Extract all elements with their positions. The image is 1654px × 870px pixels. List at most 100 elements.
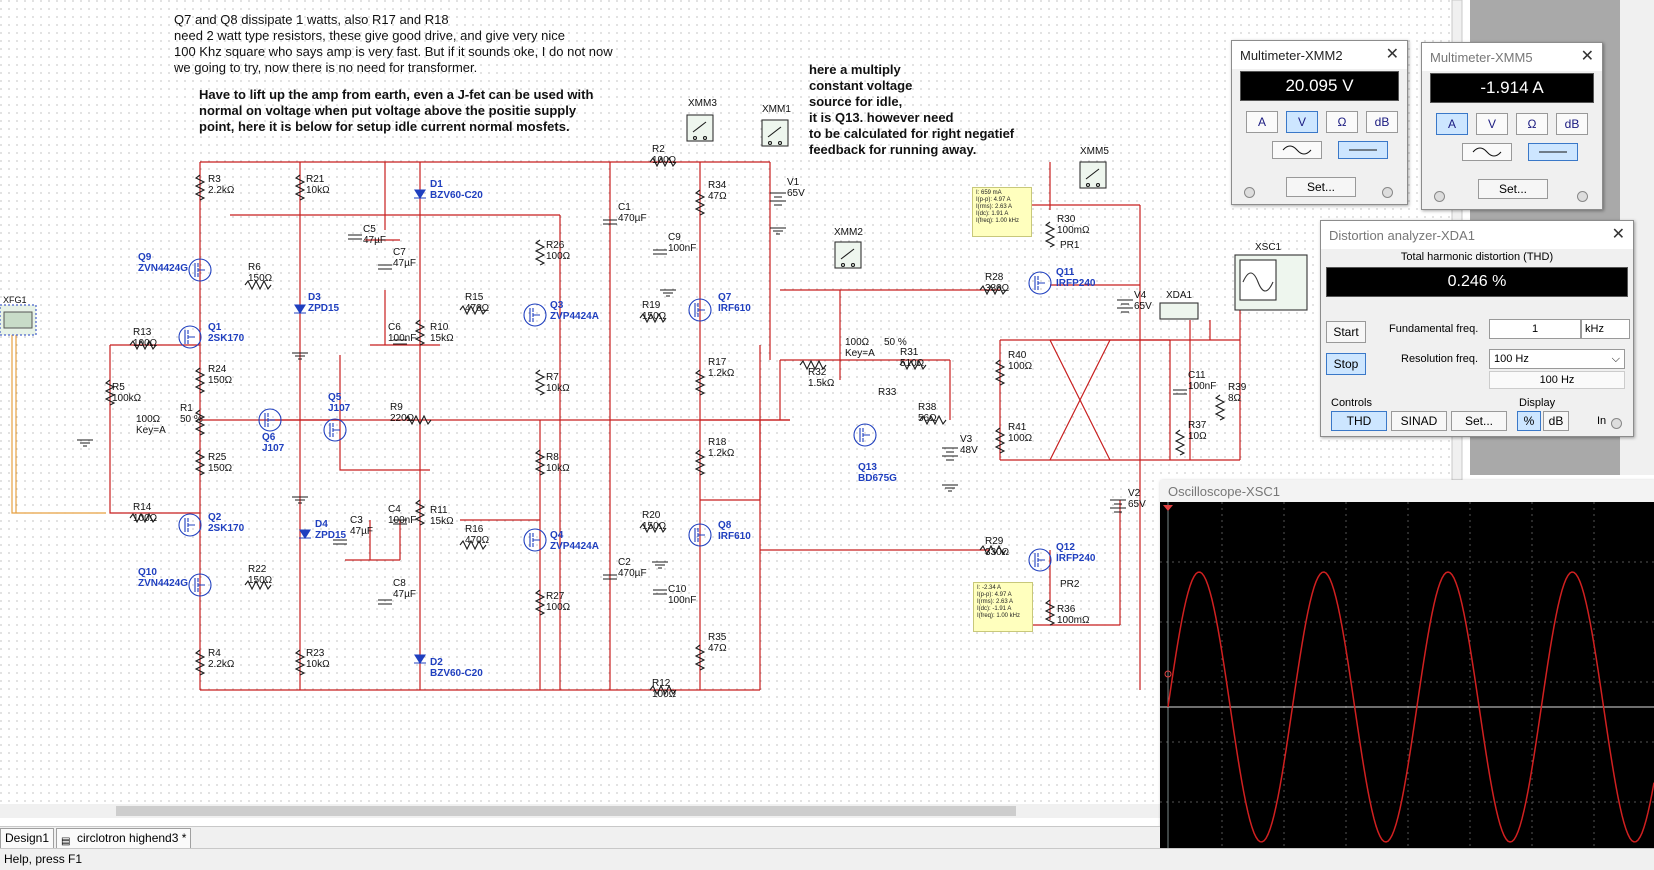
label-r28: R28 xyxy=(985,272,1004,283)
label-r34: R34 xyxy=(708,180,727,191)
xda1-input-terminal[interactable] xyxy=(1611,418,1622,429)
start-button[interactable]: Start xyxy=(1326,321,1366,343)
xmm2-title: Multimeter-XMM2 xyxy=(1240,47,1343,63)
value-r24: 150Ω xyxy=(208,375,233,386)
xmm2-display: 20.095 V xyxy=(1240,71,1399,101)
xmm5-ohm-button[interactable]: Ω xyxy=(1516,113,1548,135)
current-probe-pr2-readout: I: -2.34 A I(p-p): 4.97 A I(rms): 2.63 A… xyxy=(973,582,1033,632)
value-q2: 2SK170 xyxy=(208,523,245,534)
value-r40: 100Ω xyxy=(1008,361,1033,372)
label-q13: Q13 xyxy=(858,462,877,473)
dc-line-icon xyxy=(1539,151,1567,153)
stop-button[interactable]: Stop xyxy=(1326,353,1366,375)
xda1-close-icon[interactable]: ✕ xyxy=(1611,226,1625,243)
label-r2: R2 xyxy=(652,144,665,155)
label-d4: D4 xyxy=(315,519,328,530)
label-v1: V1 xyxy=(787,177,800,188)
label-q2: Q2 xyxy=(208,512,222,523)
label-r9: R9 xyxy=(390,402,403,413)
value-q9: ZVN4424G xyxy=(138,263,188,274)
input-label: In xyxy=(1597,415,1607,427)
value-r4: 2.2kΩ xyxy=(208,659,235,670)
label-q6: Q6 xyxy=(262,432,276,443)
resolution-freq-select[interactable]: 100 Hz⌵ xyxy=(1489,349,1625,369)
label-r8: R8 xyxy=(546,452,559,463)
oscilloscope-window[interactable]: Oscilloscope-XSC1 xyxy=(1160,480,1654,869)
xmm5-ac-button[interactable] xyxy=(1462,143,1512,161)
label-c2: C2 xyxy=(618,557,631,568)
xmm5-plus-terminal[interactable] xyxy=(1434,191,1445,202)
xmm2-set-button[interactable]: Set... xyxy=(1286,177,1356,197)
value-q4: ZVP4424A xyxy=(550,541,599,552)
display-label: Display xyxy=(1519,397,1556,409)
value-v2: 65V xyxy=(1128,499,1146,510)
value-q7: IRF610 xyxy=(718,303,751,314)
fundamental-freq-unit[interactable]: kHz xyxy=(1581,319,1630,339)
label-r16: R16 xyxy=(465,524,484,535)
xmm2-plus-terminal[interactable] xyxy=(1244,187,1255,198)
tab-circlotron[interactable]: circlotron highend3 *▤ xyxy=(56,828,192,849)
value-v3: 48V xyxy=(960,445,978,456)
value-v1: 65V xyxy=(787,188,805,199)
xmm2-titlebar[interactable]: Multimeter-XMM2 ✕ xyxy=(1232,41,1407,69)
oscilloscope-screen[interactable] xyxy=(1160,502,1654,869)
xmm2-minus-terminal[interactable] xyxy=(1382,187,1393,198)
sinad-button[interactable]: SINAD xyxy=(1391,411,1447,431)
note-earth-lift: Have to lift up the amp from earth, even… xyxy=(199,87,594,134)
xmm5-titlebar[interactable]: Multimeter-XMM5✕ xyxy=(1422,43,1602,71)
value-r8: 10kΩ xyxy=(546,463,570,474)
note-idle-source: here a multiply constant voltage source … xyxy=(809,62,1015,157)
label-r17: R17 xyxy=(708,357,727,368)
label-r32: R32 xyxy=(808,367,827,378)
label-r25: R25 xyxy=(208,452,227,463)
percent-display-button[interactable]: % xyxy=(1517,411,1541,431)
xmm2-dc-button[interactable] xyxy=(1338,141,1388,159)
db-display-button[interactable]: dB xyxy=(1543,411,1569,431)
fundamental-freq-input[interactable]: 1 xyxy=(1489,319,1581,339)
label-r31: R31 xyxy=(900,347,919,358)
xmm2-amp-button[interactable]: A xyxy=(1246,111,1278,133)
xmm2-volt-button[interactable]: V xyxy=(1286,111,1318,133)
xmm2-ac-button[interactable] xyxy=(1272,141,1322,159)
xda1-set-button[interactable]: Set... xyxy=(1451,411,1507,431)
tab-design1[interactable]: Design1 xyxy=(0,828,55,849)
xmm5-volt-button[interactable]: V xyxy=(1476,113,1508,135)
xmm5-close-icon[interactable]: ✕ xyxy=(1580,48,1594,65)
label-r20: R20 xyxy=(642,510,661,521)
xmm5-set-button[interactable]: Set... xyxy=(1478,179,1548,199)
thd-heading: Total harmonic distortion (THD) xyxy=(1400,251,1554,263)
distortion-analyzer-window[interactable]: Distortion analyzer-XDA1✕ Total harmonic… xyxy=(1320,220,1634,437)
xmm5-db-button[interactable]: dB xyxy=(1556,113,1588,135)
xmm5-minus-terminal[interactable] xyxy=(1577,191,1588,202)
label-q10: Q10 xyxy=(138,567,157,578)
fundamental-freq-label: Fundamental freq. xyxy=(1389,323,1479,335)
label-r24: R24 xyxy=(208,364,227,375)
function-generator-xfg1[interactable]: XFG1 xyxy=(0,295,37,336)
label-c3: C3 xyxy=(350,515,363,526)
label-r19: R19 xyxy=(642,300,661,311)
multimeter-xmm5-window[interactable]: Multimeter-XMM5✕ -1.914 A A V Ω dB Set..… xyxy=(1421,42,1603,210)
label-xda1: XDA1 xyxy=(1166,290,1193,301)
value-c8: 47µF xyxy=(393,589,416,600)
xmm2-db-button[interactable]: dB xyxy=(1366,111,1398,133)
value-r39: 8Ω xyxy=(1228,393,1242,404)
thd-display: 0.246 % xyxy=(1326,267,1628,297)
value-q8: IRF610 xyxy=(718,531,751,542)
thd-button[interactable]: THD xyxy=(1331,411,1387,431)
multimeter-xmm2-window[interactable]: Multimeter-XMM2 ✕ 20.095 V A V Ω dB Set..… xyxy=(1231,40,1408,205)
label-r38: R38 xyxy=(918,402,937,413)
oscilloscope-titlebar[interactable]: Oscilloscope-XSC1 xyxy=(1160,480,1654,502)
label-xsc1: XSC1 xyxy=(1255,242,1282,253)
label-r30: R30 xyxy=(1057,214,1076,225)
xmm5-amp-button[interactable]: A xyxy=(1436,113,1468,135)
value-r35: 47Ω xyxy=(708,643,727,654)
xmm5-dc-button[interactable] xyxy=(1528,143,1578,161)
label-r15: R15 xyxy=(465,292,484,303)
label-r21: R21 xyxy=(306,174,325,185)
value-r38: 56Ω xyxy=(918,413,937,424)
label-r11: R11 xyxy=(430,505,448,516)
xmm2-close-icon[interactable]: ✕ xyxy=(1385,46,1399,63)
label-q8: Q8 xyxy=(718,520,732,531)
xda1-titlebar[interactable]: Distortion analyzer-XDA1✕ xyxy=(1321,221,1633,249)
xmm2-ohm-button[interactable]: Ω xyxy=(1326,111,1358,133)
